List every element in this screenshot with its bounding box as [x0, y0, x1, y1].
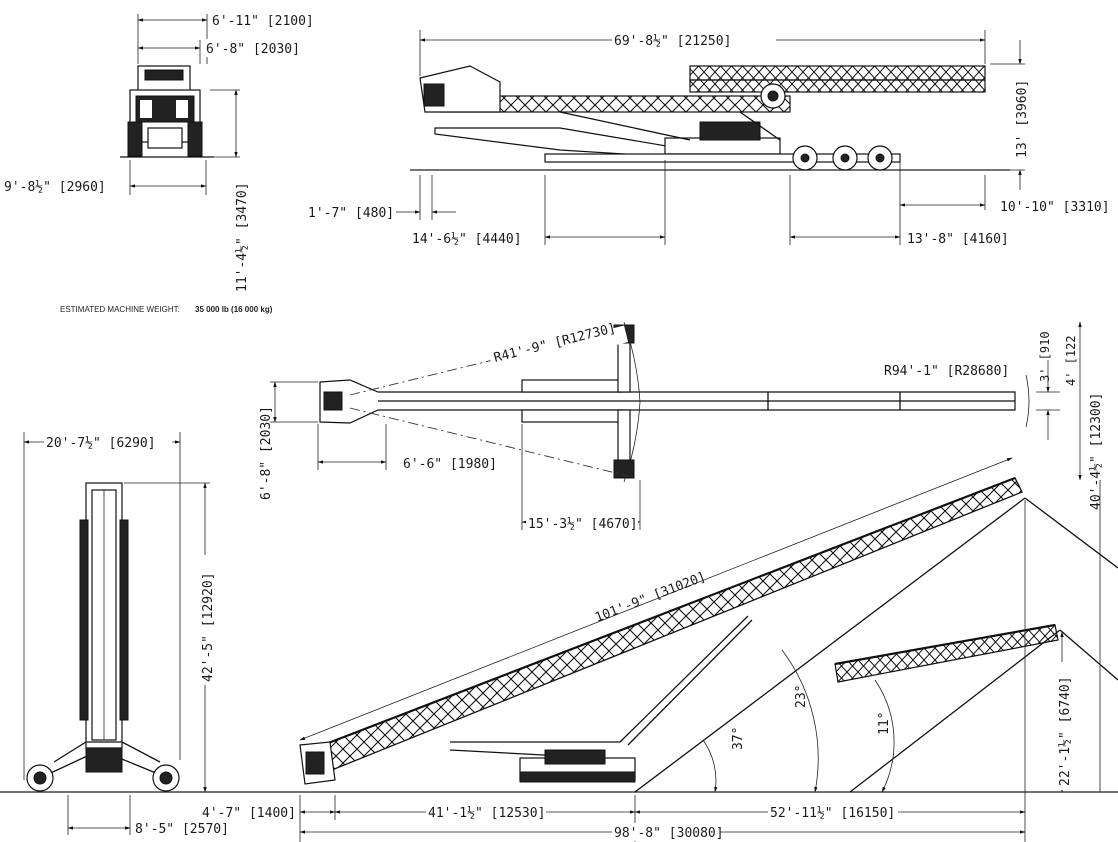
dim-transport-axle: 13'-8" [4160] [907, 232, 1009, 247]
dim-end-width: 20'-7½" [6290] [46, 436, 156, 451]
dim-low-height: 22'-1½" [6740] [1058, 676, 1073, 786]
dim-angle-23: 23° [794, 685, 809, 708]
main-conveyor [299, 476, 1023, 785]
lower-conveyor [834, 623, 1059, 683]
dim-plan-4ft: 4' [122 [1064, 335, 1078, 386]
front-view-machine [120, 65, 214, 158]
working-view: 101'-9" [31020] 23° 37° 11° 22'-1½" [674… [0, 457, 1118, 842]
dim-base-total: 98'-8" [30080] [614, 826, 724, 841]
transport-dim-lines [396, 30, 1025, 245]
dim-front-height: 9'-8½" [2960] [4, 180, 106, 195]
weight-note-value: 35 000 lb (16 000 kg) [195, 305, 273, 314]
dim-end-base: 8'-5" [2570] [135, 822, 229, 837]
dim-plan-side: 40'-4½" [12300] [1089, 393, 1104, 510]
weight-note-label: ESTIMATED MACHINE WEIGHT: [60, 305, 180, 314]
dim-plan-feed: 6'-6" [1980] [403, 457, 497, 472]
dim-base-reach: 52'-11½" [16150] [770, 806, 895, 821]
front-dim-lines [129, 14, 240, 195]
dim-plan-3ft: 3' [910 [1038, 331, 1052, 382]
transport-view: 69'-8½" [21250] 13' [3960] 1'-7" [480] 1… [308, 30, 1118, 247]
dim-front-overall-width: 6'-11" [2100] [212, 14, 314, 29]
transport-machine [419, 65, 986, 171]
dim-angle-11: 11° [877, 712, 892, 735]
dim-transport-rear: 10'-10" [3310] [1000, 200, 1110, 215]
dim-plan-radius-outer: R94'-1" [R28680] [884, 364, 1009, 379]
dim-base-pivot: 41'-1½" [12530] [428, 806, 545, 821]
dim-transport-front-overhang: 1'-7" [480] [308, 206, 394, 221]
dim-front-track-width: 6'-8" [2030] [206, 42, 300, 57]
front-view: 6'-11" [2100] 6'-8" [2030] 9'-8½" [2960]… [2, 11, 314, 292]
dim-angle-37: 37° [731, 727, 746, 750]
dim-plan-wheels: 15'-3½" [4670] [528, 517, 638, 532]
plan-machine [319, 324, 1016, 479]
dim-end-height: 42'-5" [12920] [201, 572, 216, 682]
end-view: 20'-7½" [6290] 42'-5" [12920] 8'-5" [257… [23, 432, 233, 837]
dim-transport-height: 13' [3960] [1015, 80, 1030, 158]
dim-transport-pivot: 14'-6½" [4440] [412, 232, 522, 247]
dim-transport-length: 69'-8½" [21250] [614, 34, 731, 49]
dim-front-depth: 11'-4½" [3470] [235, 182, 250, 292]
dim-plan-width: 6'-8" [2030] [259, 406, 274, 500]
dim-base-offset: 4'-7" [1400] [202, 806, 296, 821]
end-machine [26, 482, 180, 792]
